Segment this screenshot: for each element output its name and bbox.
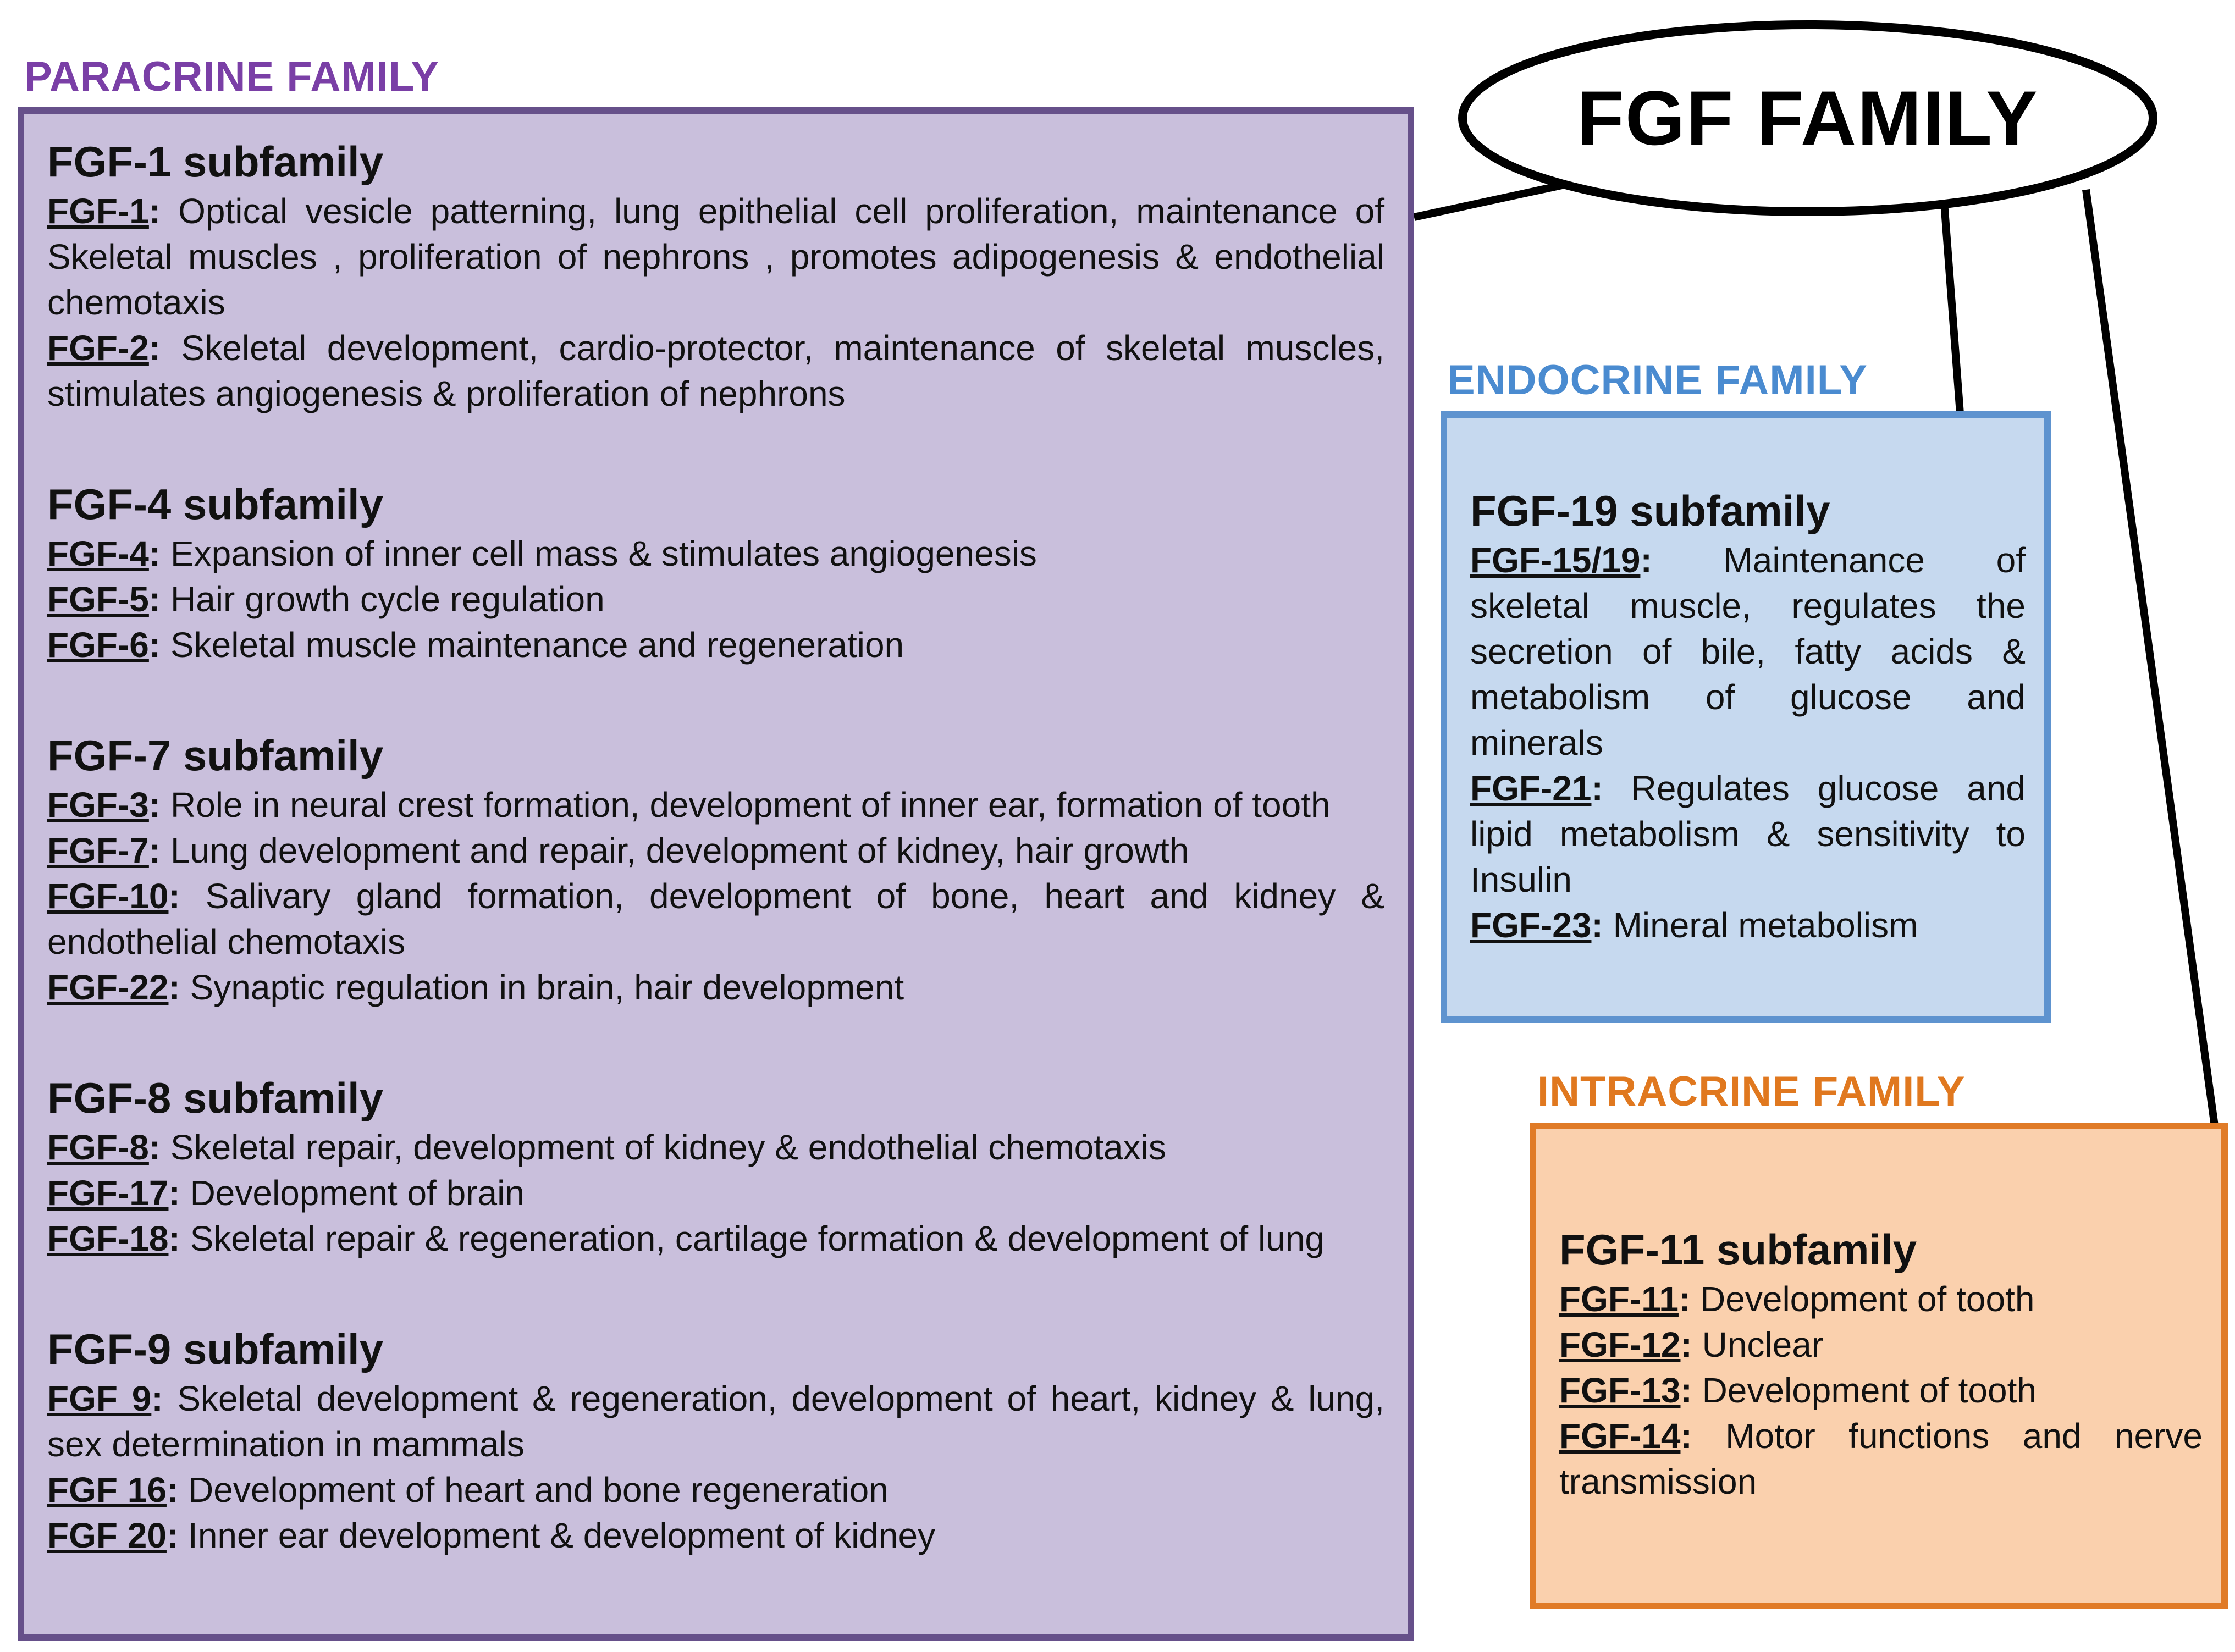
gene-name: FGF 20 xyxy=(47,1516,167,1555)
gene-name: FGF-8 xyxy=(47,1128,149,1167)
diagram-title: FGF FAMILY xyxy=(1577,75,2039,161)
gene-name: FGF-23 xyxy=(1470,905,1592,945)
gene-function: Skeletal development & regeneration, dev… xyxy=(47,1379,1385,1464)
gene-entry: FGF-10: Salivary gland formation, develo… xyxy=(47,876,1384,962)
subfamily-title: FGF-8 subfamily xyxy=(47,1074,384,1122)
gene-name: FGF-12 xyxy=(1559,1325,1681,1364)
gene-entry: FGF-4: Expansion of inner cell mass & st… xyxy=(47,534,1037,573)
gene-function: Unclear xyxy=(1692,1325,1824,1364)
gene-function: Inner ear development & development of k… xyxy=(178,1516,936,1555)
gene-entry: FGF-22: Synaptic regulation in brain, ha… xyxy=(47,968,904,1007)
fgf-family-ellipse xyxy=(1458,20,2157,216)
gene-name: FGF-1 xyxy=(47,191,149,231)
paracrine-family-label: PARACRINE FAMILY xyxy=(24,53,439,100)
gene-function: Mineral metabolism xyxy=(1603,905,1918,945)
gene-entry: FGF-7: Lung development and repair, deve… xyxy=(47,831,1189,870)
gene-function: Development of tooth xyxy=(1692,1371,2037,1410)
gene-name: FGF-13 xyxy=(1559,1371,1681,1410)
subfamily-title: FGF-11 subfamily xyxy=(1559,1225,1917,1274)
gene-entry: FGF-23: Mineral metabolism xyxy=(1470,905,1918,945)
gene-function: Regulates glucose and lipid metabolism &… xyxy=(1470,769,2026,899)
gene-entry: FGF 16: Development of heart and bone re… xyxy=(47,1470,889,1510)
gene-function: Development of brain xyxy=(180,1173,525,1213)
gene-function: Motor functions and nerve transmission xyxy=(1559,1416,2203,1501)
gene-name: FGF 9 xyxy=(47,1379,152,1418)
gene-entry: FGF 20: Inner ear development & developm… xyxy=(47,1516,936,1555)
gene-function: Salivary gland formation, development of… xyxy=(47,876,1384,962)
gene-name: FGF-22 xyxy=(47,968,169,1007)
gene-name: FGF-17 xyxy=(47,1173,169,1213)
gene-entry: FGF-13: Development of tooth xyxy=(1559,1371,2037,1410)
gene-function: Skeletal repair & regeneration, cartilag… xyxy=(180,1219,1325,1258)
gene-entry: FGF-18: Skeletal repair & regeneration, … xyxy=(47,1219,1325,1258)
gene-function: Maintenance of skeletal muscle, regulate… xyxy=(1470,540,2026,763)
gene-name: FGF 16 xyxy=(47,1470,167,1510)
gene-entry: FGF-11: Development of tooth xyxy=(1559,1279,2035,1319)
gene-entry: FGF-17: Development of brain xyxy=(47,1173,525,1213)
gene-name: FGF-10 xyxy=(47,876,169,916)
subfamily-title: FGF-9 subfamily xyxy=(47,1325,384,1373)
gene-name: FGF-6 xyxy=(47,625,149,665)
gene-entry: FGF-3: Role in neural crest formation, d… xyxy=(47,785,1331,825)
subfamily-title: FGF-1 subfamily xyxy=(47,137,384,186)
subfamily-title: FGF-4 subfamily xyxy=(47,480,384,528)
connector-intracrine xyxy=(2082,189,2219,1126)
gene-name: FGF-3 xyxy=(47,785,149,825)
gene-function: Development of heart and bone regenerati… xyxy=(178,1470,889,1510)
connector-paracrine xyxy=(1413,180,1568,221)
gene-entry: FGF-6: Skeletal muscle maintenance and r… xyxy=(47,625,904,665)
gene-function: Skeletal repair, development of kidney &… xyxy=(161,1128,1166,1167)
gene-entry: FGF-21: Regulates glucose and lipid meta… xyxy=(1470,769,2026,899)
gene-name: FGF-4 xyxy=(47,534,149,573)
gene-entry: FGF 9: Skeletal development & regenerati… xyxy=(47,1379,1385,1464)
endocrine-family-label: ENDOCRINE FAMILY xyxy=(1447,357,1868,404)
gene-function: Synaptic regulation in brain, hair devel… xyxy=(180,968,904,1007)
gene-name: FGF-11 xyxy=(1559,1279,1679,1319)
subfamily-title: FGF-19 subfamily xyxy=(1470,487,1830,535)
gene-function: Skeletal development, cardio-protector, … xyxy=(47,328,1384,413)
gene-name: FGF-21 xyxy=(1470,769,1592,808)
gene-entry: FGF-2: Skeletal development, cardio-prot… xyxy=(47,328,1384,413)
connector-endocrine xyxy=(1940,202,1964,414)
gene-name: FGF-15/19 xyxy=(1470,540,1641,580)
intracrine-family-label: INTRACRINE FAMILY xyxy=(1537,1068,1966,1115)
gene-function: Skeletal muscle maintenance and regenera… xyxy=(161,625,904,665)
gene-entry: FGF-12: Unclear xyxy=(1559,1325,1824,1364)
gene-name: FGF-5 xyxy=(47,579,149,619)
gene-name: FGF-2 xyxy=(47,328,149,368)
gene-name: FGF-14 xyxy=(1559,1416,1681,1456)
gene-function: Hair growth cycle regulation xyxy=(161,579,605,619)
subfamily-title: FGF-7 subfamily xyxy=(47,731,384,780)
gene-function: Role in neural crest formation, developm… xyxy=(161,785,1331,825)
gene-function: Expansion of inner cell mass & stimulate… xyxy=(161,534,1037,573)
gene-name: FGF-7 xyxy=(47,831,149,870)
gene-name: FGF-18 xyxy=(47,1219,169,1258)
gene-function: Development of tooth xyxy=(1690,1279,2035,1319)
gene-function: Optical vesicle patterning, lung epithel… xyxy=(47,191,1384,322)
gene-entry: FGF-8: Skeletal repair, development of k… xyxy=(47,1128,1166,1167)
gene-function: Lung development and repair, development… xyxy=(161,831,1189,870)
gene-entry: FGF-14: Motor functions and nerve transm… xyxy=(1559,1416,2203,1501)
gene-entry: FGF-1: Optical vesicle patterning, lung … xyxy=(47,191,1384,322)
gene-entry: FGF-5: Hair growth cycle regulation xyxy=(47,579,605,619)
gene-entry: FGF-15/19: Maintenance of skeletal muscl… xyxy=(1470,540,2026,763)
